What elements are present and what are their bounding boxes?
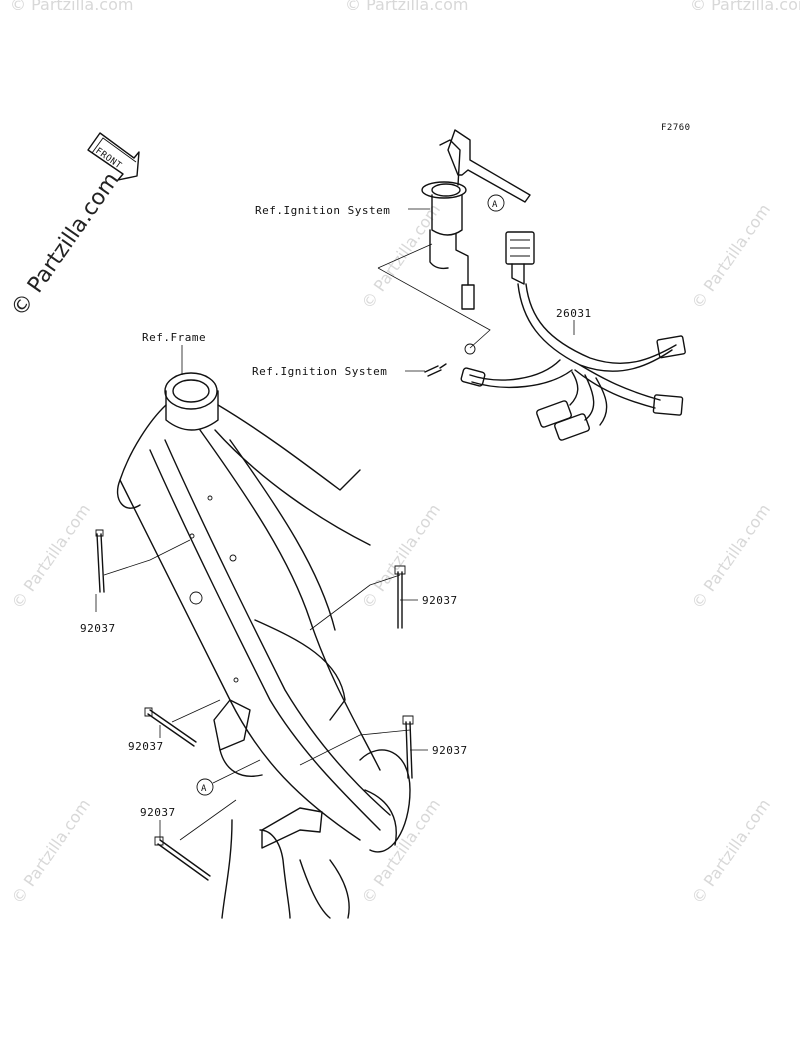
label-ref-ignition-2[interactable]: Ref.Ignition System [252,365,387,378]
watermark: © Partzilla.com [8,500,94,612]
watermark: © Partzilla.com [358,200,444,312]
label-ref-ignition-1[interactable]: Ref.Ignition System [255,204,390,217]
label-part-92037[interactable]: 92037 [140,806,176,819]
ignition-coil [421,129,531,310]
callout-letter: A [492,200,498,210]
label-part-92037[interactable]: 92037 [80,622,116,635]
watermark: © Partzilla.com [688,200,774,312]
ground-eyelet [424,343,476,377]
band-part-right-lower [402,715,414,779]
label-part-92037[interactable]: 92037 [422,594,458,607]
watermark: © Partzilla.com [358,795,444,907]
band-part-left [95,529,105,593]
watermark: © Partzilla.com [345,0,468,14]
label-part-92037[interactable]: 92037 [432,744,468,757]
label-part-92037[interactable]: 92037 [128,740,164,753]
watermark-layer: © Partzilla.com © Partzilla.com © Partzi… [8,0,800,907]
watermark: © Partzilla.com [688,795,774,907]
watermark: © Partzilla.com [688,500,774,612]
label-part-26031[interactable]: 26031 [556,307,592,320]
band-part-middle-left [144,707,197,747]
callout-a-bottom: A [196,759,261,796]
front-arrow-icon: FRONT [87,132,140,181]
watermark: © Partzilla.com [10,0,133,14]
watermark: © Partzilla.com [690,0,800,14]
copyright-text: © Partzilla.com [6,168,124,321]
frame [116,372,411,919]
callout-a-top: A [487,194,505,212]
diagram-code: F2760 [661,123,691,133]
watermark: © Partzilla.com [8,795,94,907]
band-part-bottom-left [154,836,211,881]
wire-harness [460,231,686,441]
callout-letter: A [201,784,207,794]
label-ref-frame[interactable]: Ref.Frame [142,331,206,344]
